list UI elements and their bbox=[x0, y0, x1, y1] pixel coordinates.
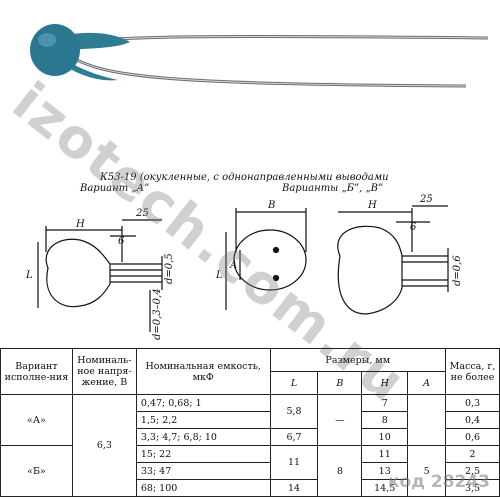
cell-L: 14 bbox=[269, 479, 319, 497]
cell-capacity: 3,3; 4,7; 6,8; 10 bbox=[135, 428, 271, 446]
dim-H-a: H bbox=[75, 219, 85, 230]
table-row: «А» 6,3 0,47; 0,68; 1 5,8 — 7 0,3 bbox=[0, 394, 500, 497]
header-B: B bbox=[317, 371, 363, 395]
cell-B: — bbox=[317, 394, 363, 446]
cell-mass: 0,6 bbox=[445, 428, 500, 446]
cell-capacity: 15; 22 bbox=[135, 445, 271, 463]
cell-H: 7 bbox=[361, 394, 409, 412]
cell-A bbox=[407, 394, 447, 446]
dimension-drawings: H 25 6 L d=0,5 d=0,3–0,4 B L A H 25 6 d=… bbox=[25, 194, 463, 340]
cell-capacity: 0,47; 0,68; 1 bbox=[135, 394, 271, 412]
header-capacity: Номинальная емкость, мкФ bbox=[135, 348, 271, 395]
cell-mass: 2 bbox=[445, 445, 500, 463]
dim-25-a: 25 bbox=[135, 208, 149, 219]
dim-A: A bbox=[229, 260, 237, 271]
header-sizes: Размеры, мм bbox=[269, 348, 447, 372]
cell-L: 6,7 bbox=[269, 428, 319, 446]
dim-d05: d=0,5 bbox=[164, 253, 175, 284]
cell-mass: 0,3 bbox=[445, 394, 500, 412]
spec-table: Вариант исполне-ния Номиналь-ное напря-ж… bbox=[0, 348, 500, 497]
variant-bv-label: Варианты „Б”, „В” bbox=[282, 183, 384, 194]
table-row: «Б» 15; 22 11 8 11 5 2 bbox=[0, 445, 500, 497]
cell-variant: «Б» bbox=[0, 445, 73, 497]
variant-a-label: Вариант „А” bbox=[80, 183, 150, 194]
table-row: 1,5; 2,2 8 0,4 bbox=[1, 411, 500, 429]
dim-6-b: 6 bbox=[410, 222, 417, 233]
cell-capacity: 68; 100 bbox=[135, 479, 271, 497]
cell-variant: «А» bbox=[0, 394, 73, 446]
cell-A: 5 bbox=[407, 445, 447, 497]
cell-mass: 3,5 bbox=[445, 479, 500, 497]
dim-d06: d=0,6 bbox=[452, 255, 463, 286]
cell-H: 8 bbox=[361, 411, 409, 429]
header-A: A bbox=[407, 371, 447, 395]
dim-6-a: 6 bbox=[118, 236, 125, 247]
header-voltage: Номиналь-ное напря-жение, В bbox=[71, 348, 137, 395]
cell-capacity: 33; 47 bbox=[135, 462, 271, 480]
cell-H: 14,5 bbox=[361, 479, 409, 497]
header-H: H bbox=[361, 371, 409, 395]
header-variant: Вариант исполне-ния bbox=[0, 348, 73, 395]
dim-H-b: H bbox=[367, 200, 377, 211]
figure-caption: К53-19 (окукленные, с однонаправленными … bbox=[100, 172, 389, 183]
dim-25-b: 25 bbox=[419, 194, 433, 205]
dim-L-b: L bbox=[215, 270, 223, 281]
kod-label: код 28243 bbox=[387, 472, 490, 492]
cell-H: 11 bbox=[361, 445, 409, 463]
cell-mass: 0,4 bbox=[445, 411, 500, 429]
cell-voltage: 6,3 bbox=[71, 394, 137, 497]
cell-H: 10 bbox=[361, 428, 409, 446]
cell-L: 11 bbox=[269, 445, 319, 480]
cell-L: 5,8 bbox=[269, 394, 319, 429]
table-row: 33; 47 13 2,5 bbox=[1, 462, 500, 480]
header-mass: Масса, г, не более bbox=[445, 348, 500, 395]
dim-L-a: L bbox=[25, 270, 33, 281]
capacitor-photo bbox=[0, 0, 500, 130]
dim-d0304: d=0,3–0,4 bbox=[152, 288, 163, 340]
header-L: L bbox=[269, 371, 319, 395]
cell-capacity: 1,5; 2,2 bbox=[135, 411, 271, 429]
table-row: 68; 100 14 14,5 3,5 bbox=[1, 479, 500, 497]
cell-B: 8 bbox=[317, 445, 363, 497]
dim-B: B bbox=[267, 200, 275, 211]
